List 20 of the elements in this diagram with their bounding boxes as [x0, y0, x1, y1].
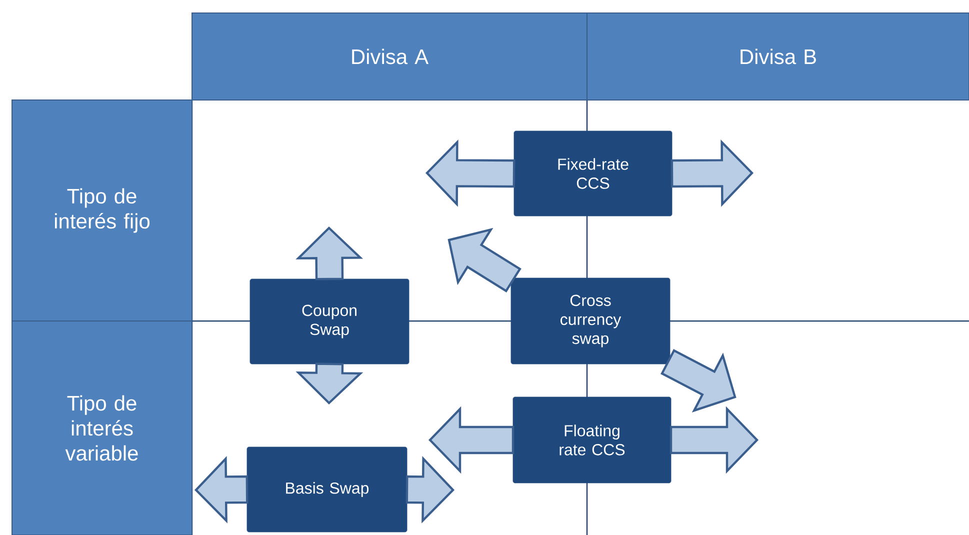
swap-box: Coupon Swap — [250, 278, 410, 364]
block-arrow — [194, 456, 248, 524]
header-cell: Divisa B — [586, 12, 969, 100]
block-arrow — [425, 139, 516, 207]
swap-box: Fixed-rate CCS — [514, 130, 672, 216]
swap-box: Cross currency swap — [510, 278, 670, 364]
header-cell: Divisa A — [192, 12, 588, 100]
block-arrow — [296, 226, 364, 280]
header-cell: Tipo de interés variable — [12, 320, 192, 535]
swap-box: Basis Swap — [246, 446, 408, 532]
block-arrow — [670, 139, 754, 207]
block-arrow — [428, 406, 514, 474]
block-arrow — [670, 406, 759, 474]
block-arrow — [296, 362, 364, 405]
block-arrow — [660, 349, 736, 412]
swap-box: Floating rate CCS — [512, 396, 672, 484]
node-label: Divisa B — [740, 48, 816, 64]
block-arrow — [406, 456, 455, 524]
block-arrow — [448, 228, 522, 292]
header-cell: Tipo de interés fijo — [12, 100, 192, 322]
